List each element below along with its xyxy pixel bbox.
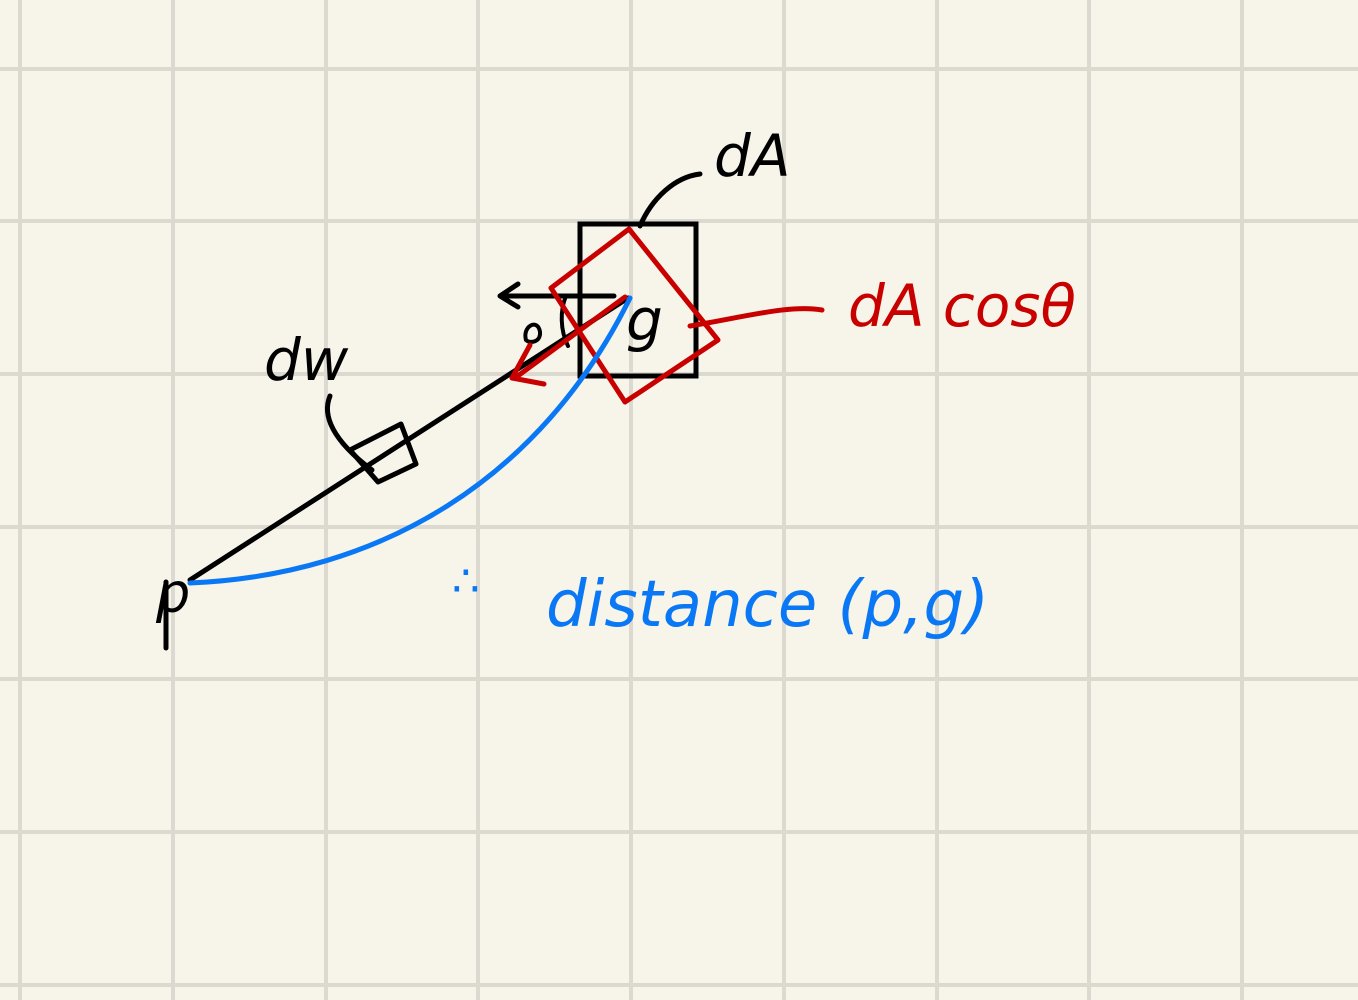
label-distance: distance (p,g) [546,568,989,642]
therefore-mark: ∴ [452,556,480,607]
dA-leader [637,171,703,229]
dw-leader [324,393,375,473]
area-square-dA [577,221,699,379]
projected-area-square [548,226,721,405]
label-g: g [626,286,663,354]
label-dA: dA [714,122,791,190]
label-dA-cos-theta: dA cosθ [848,272,1076,340]
projected-area-leader [687,306,825,329]
solid-angle-square [347,421,419,485]
label-dw: dw [264,326,349,394]
direction-arrow [509,294,628,387]
label-p: p [155,562,190,625]
distance-curve [187,295,633,586]
